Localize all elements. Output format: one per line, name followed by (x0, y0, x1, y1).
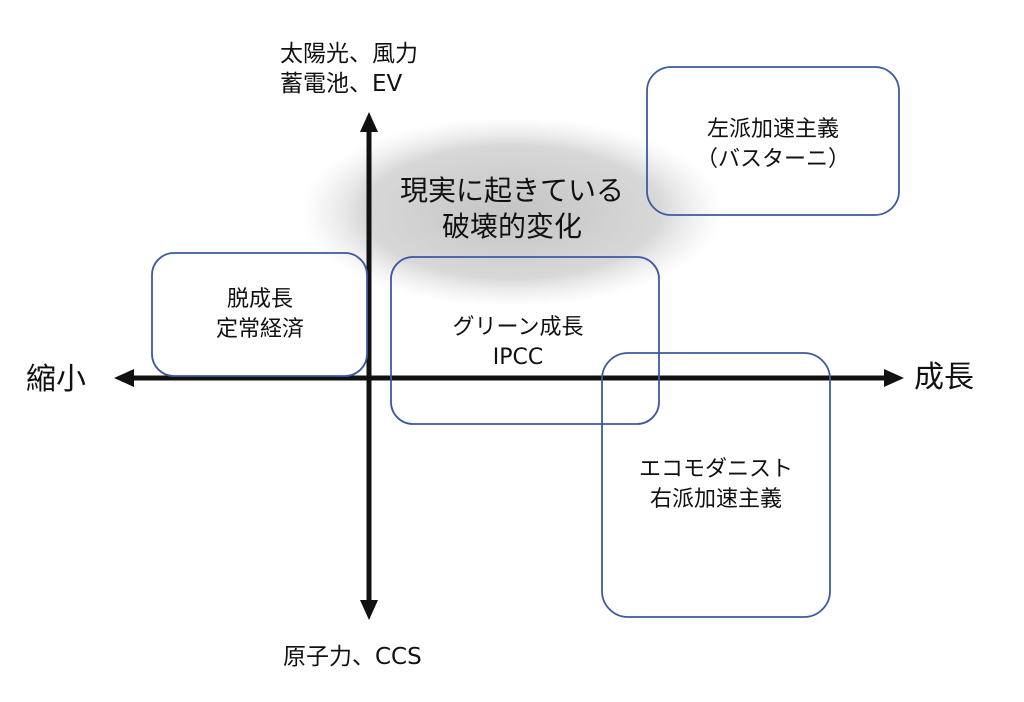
highlight-ellipse (300, 117, 724, 307)
highlight-text: 現実に起きている 破壊的変化 (400, 173, 624, 246)
up-arrowhead (360, 112, 378, 132)
right-acceleration-label: エコモダニスト 右派加速主義 (639, 455, 793, 514)
degrowth-line2: 定常経済 (215, 316, 305, 342)
horizontal-axis (114, 369, 904, 387)
right-acceleration-box (601, 352, 831, 618)
right-label: 成長 (914, 360, 974, 395)
up-label-line1: 太陽光、風力 (280, 41, 418, 67)
up-label: 太陽光、風力 蓄電池、EV (280, 40, 418, 100)
degrowth-label: 脱成長 定常経済 (216, 285, 304, 344)
right-arrowhead (884, 369, 904, 387)
down-label: 原子力、CCS (283, 644, 422, 670)
vertical-axis (360, 112, 378, 620)
green-growth-line1: グリーン成長 (452, 315, 584, 340)
green-growth-box (390, 256, 660, 425)
green-growth-label: グリーン成長 IPCC (453, 313, 584, 372)
left-acceleration-line2: （バスターニ） (695, 146, 851, 172)
highlight-line2: 破壊的変化 (441, 210, 583, 244)
right-acceleration-line1: エコモダニスト (638, 457, 794, 482)
left-acceleration-line1: 左派加速主義 (706, 117, 840, 142)
up-label-line2: 蓄電池、EV (280, 70, 403, 97)
left-acceleration-box (646, 66, 900, 216)
left-arrowhead (114, 369, 134, 387)
highlight-line1: 現実に起きている (399, 174, 625, 207)
degrowth-box (151, 252, 368, 377)
right-acceleration-line2: 右派加速主義 (649, 486, 783, 512)
degrowth-line1: 脱成長 (226, 287, 294, 312)
left-acceleration-label: 左派加速主義 （バスターニ） (696, 115, 850, 174)
down-arrowhead (360, 600, 378, 620)
left-label: 縮小 (26, 362, 86, 397)
green-growth-line2: IPCC (492, 344, 544, 370)
